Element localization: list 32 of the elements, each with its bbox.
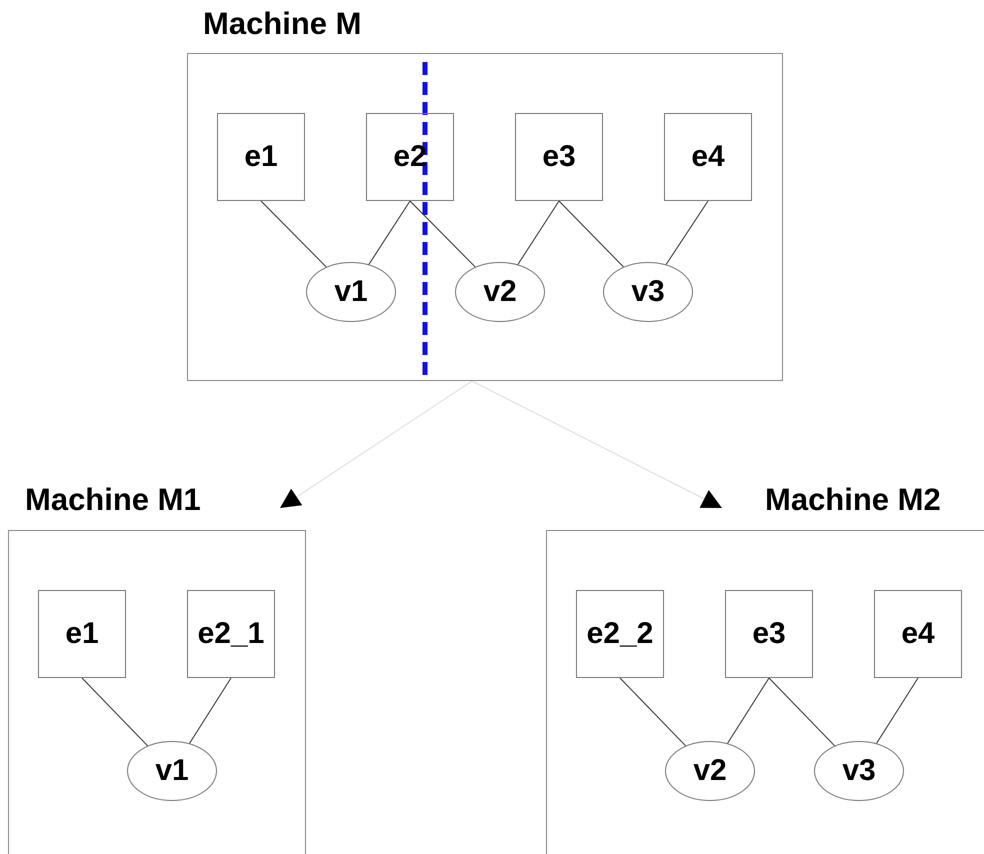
connector-line bbox=[82, 678, 148, 746]
machine-heading: Machine M bbox=[203, 8, 362, 39]
element-box: e2_2 bbox=[576, 590, 664, 678]
connector-line bbox=[189, 678, 232, 744]
connector-line bbox=[620, 678, 686, 746]
vertex-ellipse: v2 bbox=[665, 741, 755, 801]
arrow bbox=[472, 380, 722, 508]
connector-line bbox=[727, 678, 770, 744]
element-box: e3 bbox=[725, 590, 813, 678]
element-box: e4 bbox=[874, 590, 962, 678]
vertex-ellipse: v1 bbox=[306, 262, 396, 322]
machine-heading: Machine M1 bbox=[25, 484, 201, 515]
element-box: e3 bbox=[515, 113, 603, 201]
element-box: e1 bbox=[217, 113, 305, 201]
connector-line bbox=[876, 678, 918, 744]
machine-heading: Machine M2 bbox=[765, 484, 941, 515]
connector-line bbox=[410, 200, 476, 268]
vertex-ellipse: v3 bbox=[603, 262, 693, 322]
element-box: e4 bbox=[664, 113, 752, 201]
element-box: e2_1 bbox=[187, 590, 275, 678]
arrow bbox=[280, 380, 472, 508]
connector-line bbox=[368, 200, 410, 265]
connector-line bbox=[260, 200, 327, 268]
connector-line bbox=[768, 678, 836, 746]
vertex-ellipse: v1 bbox=[127, 741, 217, 801]
vertex-ellipse: v2 bbox=[455, 262, 545, 322]
connector-line bbox=[666, 200, 708, 266]
element-box: e2 bbox=[366, 113, 454, 201]
element-box: e1 bbox=[38, 590, 126, 678]
vertex-ellipse: v3 bbox=[814, 741, 904, 801]
connector-line bbox=[558, 200, 624, 268]
connector-line bbox=[517, 200, 560, 265]
